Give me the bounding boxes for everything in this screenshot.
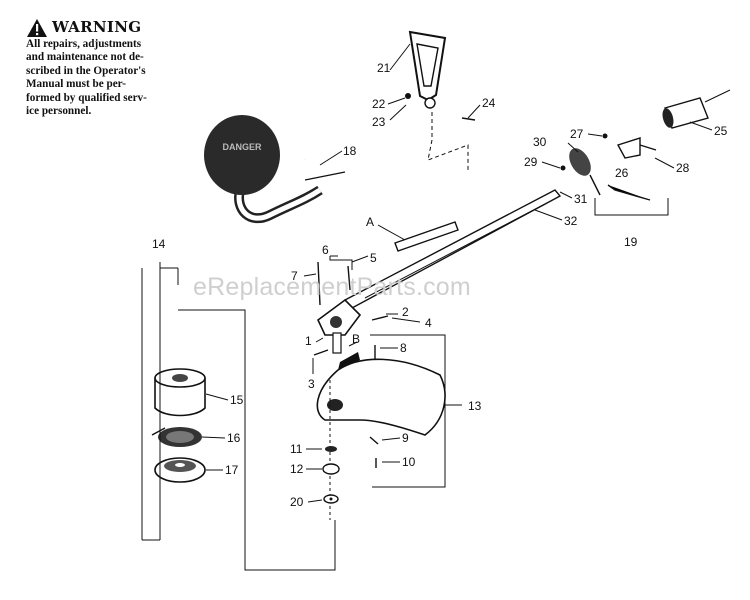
warning-line: Manual must be per- xyxy=(26,78,126,91)
part-label-b: B xyxy=(352,332,360,346)
harness-decal-text: DANGER xyxy=(222,142,262,152)
part-label-22: 22 xyxy=(372,97,386,111)
warning-text: All repairs, adjustments and maintenance… xyxy=(26,38,206,118)
part-label-5: 5 xyxy=(370,251,377,265)
part-label-29: 29 xyxy=(524,155,538,169)
part-label-6: 6 xyxy=(322,243,329,257)
assist-handle xyxy=(405,30,476,170)
part-label-16: 16 xyxy=(227,431,241,445)
warning-notice: WARNING All repairs, adjustments and mai… xyxy=(26,18,206,118)
part-label-a: A xyxy=(366,215,374,229)
part-label-31: 31 xyxy=(574,192,588,206)
warning-title: WARNING xyxy=(52,18,142,36)
gearhead-and-guard xyxy=(313,261,446,520)
warning-line: and maintenance not de- xyxy=(26,51,144,64)
bracket-lines xyxy=(141,255,462,571)
leader-lines xyxy=(201,43,713,503)
part-label-30: 30 xyxy=(533,135,547,149)
part-label-11: 11 xyxy=(290,442,303,456)
part-label-27: 27 xyxy=(570,127,584,141)
part-label-25: 25 xyxy=(714,124,728,138)
warning-line: formed by qualified serv- xyxy=(26,91,147,104)
part-label-23: 23 xyxy=(372,115,386,129)
part-label-20: 20 xyxy=(290,495,304,509)
part-label-14: 14 xyxy=(152,237,166,251)
part-label-21: 21 xyxy=(377,61,391,75)
warning-line: ice personnel. xyxy=(26,105,92,118)
part-label-10: 10 xyxy=(402,455,416,469)
throttle-assembly xyxy=(560,89,731,216)
part-label-15: 15 xyxy=(230,393,244,407)
part-label-26: 26 xyxy=(615,166,629,180)
part-label-12: 12 xyxy=(290,462,304,476)
part-label-17: 17 xyxy=(225,463,239,477)
warning-line: scribed in the Operator's xyxy=(26,64,146,77)
part-label-28: 28 xyxy=(676,161,690,175)
part-label-1: 1 xyxy=(305,334,312,348)
part-label-19: 19 xyxy=(624,235,638,249)
part-label-4: 4 xyxy=(425,316,432,330)
part-label-24: 24 xyxy=(482,96,496,110)
part-label-18: 18 xyxy=(343,144,357,158)
part-label-7: 7 xyxy=(291,269,298,283)
watermark: eReplacementParts.com xyxy=(193,273,471,301)
warning-triangle-icon xyxy=(27,19,47,37)
part-label-2: 2 xyxy=(402,305,409,319)
part-label-9: 9 xyxy=(402,431,409,445)
part-label-3: 3 xyxy=(308,377,315,391)
trimmer-head xyxy=(151,368,206,483)
part-label-8: 8 xyxy=(400,341,407,355)
warning-line: All repairs, adjustments xyxy=(26,38,142,50)
part-label-13: 13 xyxy=(468,399,482,413)
part-labels: 1 2 3 4 5 6 7 8 9 10 11 12 13 14 15 16 1… xyxy=(152,61,728,509)
part-label-32: 32 xyxy=(564,214,578,228)
shoulder-harness: DANGER xyxy=(204,98,346,224)
